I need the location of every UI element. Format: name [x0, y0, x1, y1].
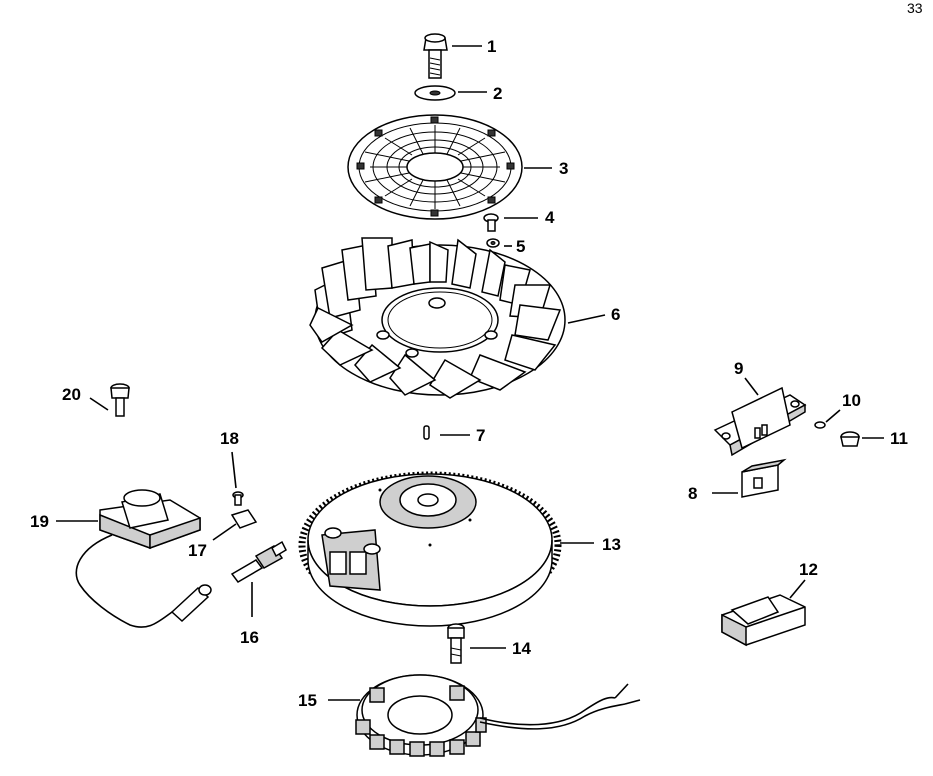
callout-19: 19 [30, 512, 49, 531]
callout-3: 3 [559, 159, 568, 178]
bolt-part-1 [423, 33, 448, 79]
screw-part-18 [232, 491, 244, 506]
callout-13: 13 [602, 535, 621, 554]
callout-10: 10 [842, 391, 861, 410]
callout-9: 9 [734, 359, 743, 378]
callout-4: 4 [545, 208, 555, 227]
screen-part-3 [347, 114, 523, 220]
spacer-part-5 [486, 238, 500, 248]
washer-part-2 [414, 85, 456, 101]
page-number: 33 [907, 0, 923, 16]
leader-6 [567, 314, 606, 324]
callout-16: 16 [240, 628, 259, 647]
stator-part-15 [355, 674, 641, 757]
leader-18 [231, 451, 237, 489]
spark-plug-part-16 [230, 540, 287, 583]
callout-7: 7 [476, 426, 485, 445]
connector-part-12 [721, 594, 806, 647]
bolt-part-14 [447, 623, 465, 664]
bolt-part-20 [110, 383, 130, 417]
leader-9 [744, 377, 759, 396]
callout-11: 11 [890, 429, 908, 448]
callout-12: 12 [799, 560, 818, 579]
key-part-7 [423, 425, 430, 440]
washer-part-10 [814, 421, 826, 429]
leader-12 [789, 579, 806, 599]
leader-10 [825, 409, 841, 423]
fan-part-6 [309, 237, 566, 399]
rectifier-part-9 [713, 386, 807, 457]
callout-5: 5 [516, 237, 525, 256]
callout-18: 18 [220, 429, 239, 448]
ignition-module-part-19 [75, 489, 212, 628]
callout-6: 6 [611, 305, 620, 324]
flywheel-part-13 [298, 471, 562, 627]
callout-1: 1 [487, 37, 496, 56]
screw-part-11 [840, 431, 860, 447]
callout-2: 2 [493, 84, 502, 103]
screw-part-4 [483, 213, 499, 232]
callout-20: 20 [62, 385, 81, 404]
leader-20 [89, 397, 109, 411]
callout-8: 8 [688, 484, 697, 503]
connector-part-8 [741, 458, 787, 498]
callouts: 1 2 3 4 5 6 7 8 9 10 11 12 13 14 15 16 1… [30, 37, 908, 710]
leader-17 [212, 523, 237, 541]
callout-17: 17 [188, 541, 207, 560]
callout-14: 14 [512, 639, 531, 658]
callout-15: 15 [298, 691, 317, 710]
clip-part-17 [230, 509, 258, 529]
leader-lines [56, 45, 884, 701]
